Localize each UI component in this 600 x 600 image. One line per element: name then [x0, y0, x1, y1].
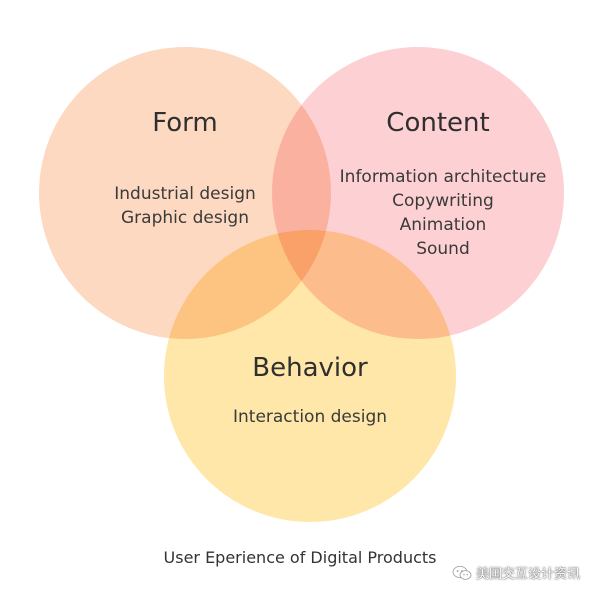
- content-title: Content: [386, 108, 490, 138]
- behavior-title: Behavior: [252, 353, 368, 383]
- wechat-icon: [452, 565, 472, 580]
- behavior-item: Interaction design: [232, 407, 388, 427]
- content-items: Information architecture Copywriting Ani…: [340, 165, 547, 261]
- diagram-caption: User Eperience of Digital Products: [163, 548, 437, 567]
- form-item: Graphic design: [120, 208, 249, 228]
- watermark-text: 美国交互设计资讯: [475, 567, 580, 582]
- content-item: Information architecture: [339, 167, 547, 187]
- form-title: Form: [152, 108, 218, 138]
- content-item: Sound: [416, 239, 470, 259]
- form-items: Industrial design Graphic design: [114, 182, 256, 230]
- form-item: Industrial design: [114, 184, 256, 204]
- content-item: Copywriting: [392, 191, 494, 211]
- behavior-items: Interaction design: [233, 405, 387, 429]
- content-item: Animation: [399, 215, 487, 235]
- behavior-circle: [164, 230, 456, 522]
- watermark: 美国交互设计资讯: [452, 563, 580, 582]
